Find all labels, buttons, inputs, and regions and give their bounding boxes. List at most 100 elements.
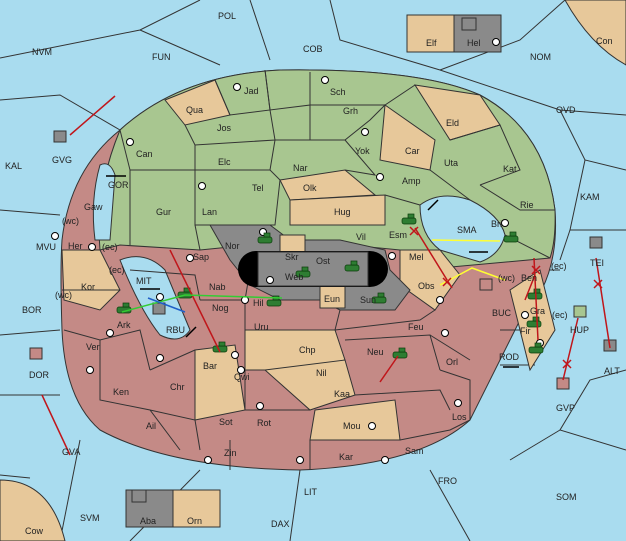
label-olk: Olk — [303, 183, 317, 193]
label-rbu: RBU — [166, 325, 185, 335]
coast-ec-her: (ec) — [102, 242, 118, 252]
label-rot: Rot — [257, 418, 272, 428]
label-bar: Bar — [203, 361, 217, 371]
label-kat: Kat — [503, 164, 517, 174]
label-fir: Fir — [520, 326, 531, 336]
label-her: Her — [68, 241, 83, 251]
label-qwi: Qwi — [234, 372, 250, 382]
label-can: Can — [136, 149, 153, 159]
label-ben: Ben — [521, 273, 537, 283]
label-zin: Zin — [224, 448, 237, 458]
label-con: Con — [596, 36, 613, 46]
label-qua: Qua — [186, 105, 203, 115]
label-gur: Gur — [156, 207, 171, 217]
label-dax: DAX — [271, 519, 290, 529]
fail-markers — [409, 226, 603, 369]
label-gva: GVA — [62, 447, 80, 457]
label-kor: Kor — [81, 282, 95, 292]
label-sma: SMA — [457, 225, 477, 235]
label-tel: Tel — [252, 183, 264, 193]
label-neu: Neu — [367, 347, 384, 357]
province-hel — [453, 14, 502, 53]
label-pol: POL — [218, 11, 236, 21]
label-bri: Bri — [491, 219, 502, 229]
label-bor: BOR — [22, 305, 42, 315]
coast-ec-ben: (ec) — [551, 261, 567, 271]
label-hel: Hel — [467, 38, 481, 48]
label-nar: Nar — [293, 163, 308, 173]
label-eun: Eun — [324, 294, 340, 304]
label-nor: Nor — [225, 241, 240, 251]
label-gvp: GVP — [556, 403, 575, 413]
inner-sea-mit — [119, 256, 191, 340]
label-tei: TEI — [590, 258, 604, 268]
label-sap: Sap — [193, 252, 209, 262]
label-nom: NOM — [530, 52, 551, 62]
province-borders — [62, 69, 555, 470]
label-cow: Cow — [25, 526, 44, 536]
coast-wc-ben: (wc) — [498, 273, 515, 283]
label-mvu: MVU — [36, 242, 56, 252]
label-mel: Mel — [409, 252, 424, 262]
label-dor: DOR — [29, 370, 50, 380]
label-lan: Lan — [202, 207, 217, 217]
label-kaa: Kaa — [334, 389, 350, 399]
label-kam: KAM — [580, 192, 600, 202]
label-gvg: GVG — [52, 155, 72, 165]
label-orl: Orl — [446, 357, 458, 367]
label-obs: Obs — [418, 281, 435, 291]
province-elf — [406, 14, 455, 53]
coast-wc-kor: (wc) — [55, 290, 72, 300]
label-sam: Sam — [405, 446, 424, 456]
label-nab: Nab — [209, 282, 226, 292]
label-eld: Eld — [446, 118, 459, 128]
label-buc: BUC — [492, 308, 512, 318]
label-skr: Skr — [285, 252, 299, 262]
label-yok: Yok — [355, 146, 370, 156]
label-ail: Ail — [146, 421, 156, 431]
label-cob: COB — [303, 44, 323, 54]
label-mou: Mou — [343, 421, 361, 431]
label-mit: MIT — [136, 276, 152, 286]
label-ver: Ver — [86, 342, 100, 352]
label-rie: Rie — [520, 200, 534, 210]
coast-ec-gra: (ec) — [552, 310, 568, 320]
label-amp: Amp — [402, 176, 421, 186]
coast-ec-kor: (ec) — [109, 265, 125, 275]
label-svm: SVM — [80, 513, 100, 523]
label-nil: Nil — [316, 368, 327, 378]
province-orn — [172, 489, 221, 528]
label-nog: Nog — [212, 303, 229, 313]
label-jos: Jos — [217, 123, 232, 133]
label-orn: Orn — [187, 516, 202, 526]
tan-provinces — [61, 79, 556, 441]
coast-wc-her: (wc) — [62, 216, 79, 226]
label-hug: Hug — [334, 207, 351, 217]
map-labels: POL COB NVM FUN NOM Con Elf Hel OVD KAL … — [5, 11, 620, 536]
label-uta: Uta — [444, 158, 458, 168]
label-nvm: NVM — [32, 47, 52, 57]
label-chp: Chp — [299, 345, 316, 355]
label-ken: Ken — [113, 387, 129, 397]
label-sot: Sot — [219, 417, 233, 427]
label-lit: LIT — [304, 487, 318, 497]
label-esm: Esm — [389, 230, 407, 240]
label-los: Los — [452, 412, 467, 422]
label-jad: Jad — [244, 86, 259, 96]
label-hup: HUP — [570, 325, 589, 335]
inner-sea-gor — [92, 163, 116, 241]
label-uru: Uru — [254, 322, 269, 332]
label-sch: Sch — [330, 87, 346, 97]
label-sun: Sun — [360, 295, 376, 305]
label-car: Car — [405, 146, 420, 156]
label-elf: Elf — [426, 38, 437, 48]
label-kar: Kar — [339, 452, 353, 462]
supply-centers — [51, 38, 544, 464]
label-hil: Hil — [253, 298, 264, 308]
label-som: SOM — [556, 492, 577, 502]
units — [29, 17, 617, 503]
label-kal: KAL — [5, 161, 22, 171]
label-elc: Elc — [218, 157, 231, 167]
label-grh: Grh — [343, 106, 358, 116]
